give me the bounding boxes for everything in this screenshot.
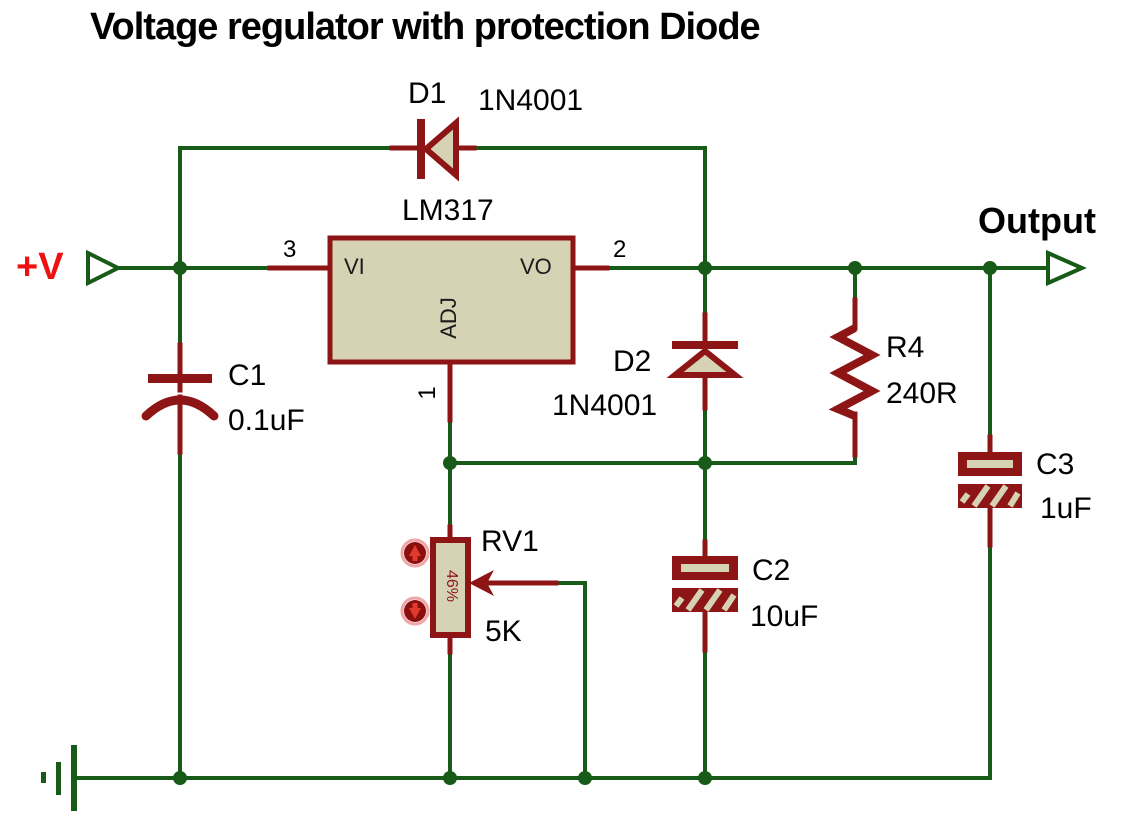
junction-dot [698,771,712,785]
lm317-pin-adj-label: ADJ [436,297,461,339]
junction-dots [173,261,997,785]
d1-triangle [421,116,459,182]
schematic-title: Voltage regulator with protection Diode [90,6,761,48]
lm317-ref-label: LM317 [402,194,494,227]
wire-rv1-wiper-return[interactable] [554,581,587,780]
d1-cathode-bar [417,119,425,179]
c1-flat-plate [148,374,212,383]
lm317-body[interactable] [327,235,576,365]
junction-dot [698,456,712,470]
c1-value-label: 0.1uF [228,404,305,437]
junction-dot [698,261,712,275]
rv1-value-label: 5K [485,615,522,648]
rv1-wiper-percentage: 46% [443,569,460,603]
wire-d1-anode-branch[interactable] [178,146,394,270]
lm317-pin-vo-label: VO [520,254,552,279]
d2-value-label: 1N4001 [552,389,658,422]
c1-ref-label: C1 [228,359,267,392]
c1-capacitor-symbol[interactable] [141,342,219,455]
arrow-up-icon [409,545,421,561]
r4-value-label: 240R [886,377,958,410]
c2-hatching [673,588,737,612]
rv1-decrease-glow [400,596,430,626]
c3-hatching [959,484,1021,508]
rv1-potentiometer-symbol[interactable] [430,537,559,638]
rv1-ref-label: RV1 [481,525,539,558]
c2-value-label: 10uF [750,600,819,633]
c3-top-plate-stripe [967,460,1013,468]
c3-capacitor-symbol[interactable] [958,452,1022,508]
lm317-pin-vi-label: VI [344,254,365,279]
input-terminal-label: +V [16,246,64,288]
d2-diode-symbol[interactable] [666,341,744,378]
r4-ref-label: R4 [886,331,925,364]
output-terminal-label: Output [978,200,1096,241]
d1-ref-label: D1 [408,77,447,110]
pin-number-1: 1 [414,386,441,400]
junction-dot [443,771,457,785]
c2-capacitor-symbol[interactable] [672,556,738,612]
arrow-down-icon [409,603,421,619]
wire-d1-cathode-branch[interactable] [472,146,707,270]
pin-number-2: 2 [613,236,627,263]
ground-bar-large [71,745,77,811]
junction-dot [173,261,187,275]
ground-symbol[interactable] [41,745,77,811]
c3-value-label: 1uF [1040,492,1092,525]
input-terminal[interactable] [86,249,123,287]
c3-ref-label: C3 [1036,448,1075,481]
rv1-decrease-button[interactable] [400,596,430,626]
output-terminal[interactable] [1046,249,1087,287]
rv1-increase-button[interactable] [400,538,430,568]
d2-triangle [666,347,744,378]
rv1-wiper-arrow-icon [469,570,494,596]
junction-dot [578,771,592,785]
rv1-increase-glow [400,538,430,568]
r4-resistor-symbol[interactable] [828,324,881,420]
ground-bar-medium [56,762,61,795]
junction-dot [848,261,862,275]
junction-dot [443,456,457,470]
c2-top-plate-stripe [681,564,729,572]
d2-cathode-bar [672,341,738,349]
d1-diode-symbol[interactable] [417,116,459,182]
junction-dot [983,261,997,275]
ground-bar-small [41,772,46,783]
rv1-body[interactable] [430,537,471,638]
pin-number-3: 3 [283,236,297,263]
d2-ref-label: D2 [613,345,652,378]
d1-value-label: 1N4001 [478,84,584,117]
c2-ref-label: C2 [752,554,791,587]
junction-dot [173,771,187,785]
